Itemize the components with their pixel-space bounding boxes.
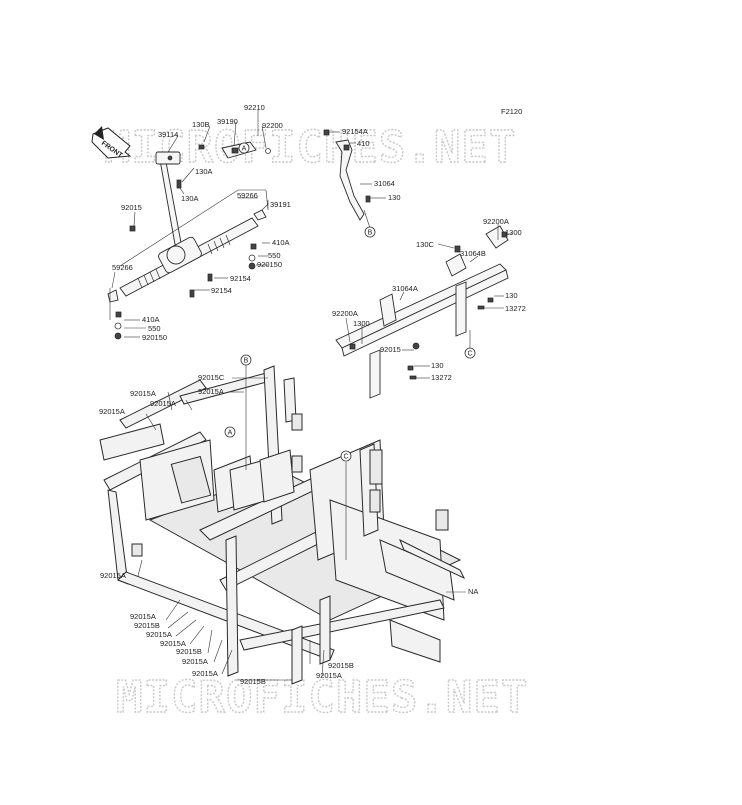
part-label-31064a: 31064A xyxy=(392,284,418,293)
part-label-550-left: 550 xyxy=(148,324,161,333)
part-label-92210: 92210 xyxy=(244,103,265,112)
part-label-92015a-bottom-2: 92015A xyxy=(146,630,172,639)
front-arrow-icon: FRONT xyxy=(91,126,132,160)
part-label-130-bracket: 130 xyxy=(388,193,401,202)
part-label-92015c: 92015C xyxy=(198,373,225,382)
part-label-92015-steering: 92015 xyxy=(121,203,142,212)
part-label-31064b: 31064B xyxy=(460,249,486,258)
steering-hardware xyxy=(114,144,271,340)
part-label-39191: 39191 xyxy=(270,200,291,209)
part-label-92015b-right: 92015B xyxy=(328,661,354,670)
callout-c-frame: C xyxy=(340,450,352,462)
svg-text:C: C xyxy=(343,454,348,461)
part-label-59266-left: 59266 xyxy=(112,263,133,272)
part-label-92015b-bottom-2: 92015B xyxy=(176,647,202,656)
part-label-92200: 92200 xyxy=(262,121,283,130)
steering-leaders xyxy=(109,110,270,338)
part-label-59266-right: 59266 xyxy=(237,191,258,200)
part-label-92015b-bottom-1: 92015B xyxy=(134,621,160,630)
part-label-92200a-left: 92200A xyxy=(332,309,358,318)
part-label-92154-lower: 92154 xyxy=(211,286,232,295)
callout-c-top: C xyxy=(464,347,476,359)
part-label-920150-right: 920150 xyxy=(257,260,282,269)
svg-text:B: B xyxy=(244,358,249,365)
diagram-code: F2120 xyxy=(501,107,522,116)
part-label-92015a-bottom-5: 92015A xyxy=(192,669,218,678)
part-label-1300-left: 1300 xyxy=(353,319,370,328)
part-label-92015a-bottom-1: 92015A xyxy=(130,612,156,621)
callout-a-top: A xyxy=(238,142,250,154)
part-label-550-right: 550 xyxy=(268,251,281,260)
steering-rack-assembly xyxy=(107,141,267,303)
bracket-31064 xyxy=(323,129,371,221)
part-label-130c: 130C xyxy=(416,240,435,249)
part-label-92015-crossmember: 92015 xyxy=(380,345,401,354)
watermark-top: MICROFICHES.NET xyxy=(104,122,516,173)
part-label-92154a: 92154A xyxy=(342,127,368,136)
part-label-410a-left: 410A xyxy=(142,315,160,324)
part-label-92015a-top-left: 92015A xyxy=(99,407,125,416)
callout-a-frame: A xyxy=(224,426,236,438)
part-label-92015a-right: 92015A xyxy=(316,671,342,680)
part-label-39114: 39114 xyxy=(158,130,178,139)
part-label-92015a-top-right: 92015A xyxy=(198,387,224,396)
crossmember-assembly xyxy=(335,225,509,399)
part-label-130a-1: 130A xyxy=(195,167,213,176)
part-label-92015a-bottom-3: 92015A xyxy=(160,639,186,648)
svg-text:B: B xyxy=(368,230,373,237)
bracket-leaders xyxy=(328,131,386,229)
part-label-39190: 39190 xyxy=(217,117,238,126)
part-label-92015a-top-1: 92015A xyxy=(130,389,156,398)
part-label-13272-lower: 13272 xyxy=(431,373,452,382)
main-frame xyxy=(99,365,466,685)
part-label-92015a-top-2: 92015A xyxy=(150,399,176,408)
part-label-130b: 130B xyxy=(192,120,210,129)
svg-text:A: A xyxy=(228,430,233,437)
part-label-130-right: 130 xyxy=(505,291,518,300)
part-label-130-lower: 130 xyxy=(431,361,444,370)
callout-b-frame: B xyxy=(240,354,252,366)
frame-leaders xyxy=(137,365,466,681)
part-label-92015a-left-side: 92015A xyxy=(100,571,126,580)
part-label-92200a-right: 92200A xyxy=(483,217,509,226)
crossmember-leaders xyxy=(345,224,512,379)
part-label-130a-2: 130A xyxy=(181,194,199,203)
part-label-31064: 31064 xyxy=(374,179,395,188)
part-label-1300-right: 1300 xyxy=(505,228,522,237)
part-label-92015b-bottom-3: 92015B xyxy=(240,677,266,686)
part-label-410: 410 xyxy=(357,139,370,148)
part-label-92015a-bottom-4: 92015A xyxy=(182,657,208,666)
watermark-bottom: MICROFICHES.NET xyxy=(116,672,528,723)
part-label-920150-left: 920150 xyxy=(142,333,167,342)
part-label-13272-right: 13272 xyxy=(505,304,526,313)
part-label-na: NA xyxy=(468,587,478,596)
part-label-92154-upper: 92154 xyxy=(230,274,251,283)
part-label-410a-right: 410A xyxy=(272,238,290,247)
callout-b-top: B xyxy=(364,226,376,238)
svg-text:A: A xyxy=(242,146,247,153)
svg-text:C: C xyxy=(467,351,472,358)
